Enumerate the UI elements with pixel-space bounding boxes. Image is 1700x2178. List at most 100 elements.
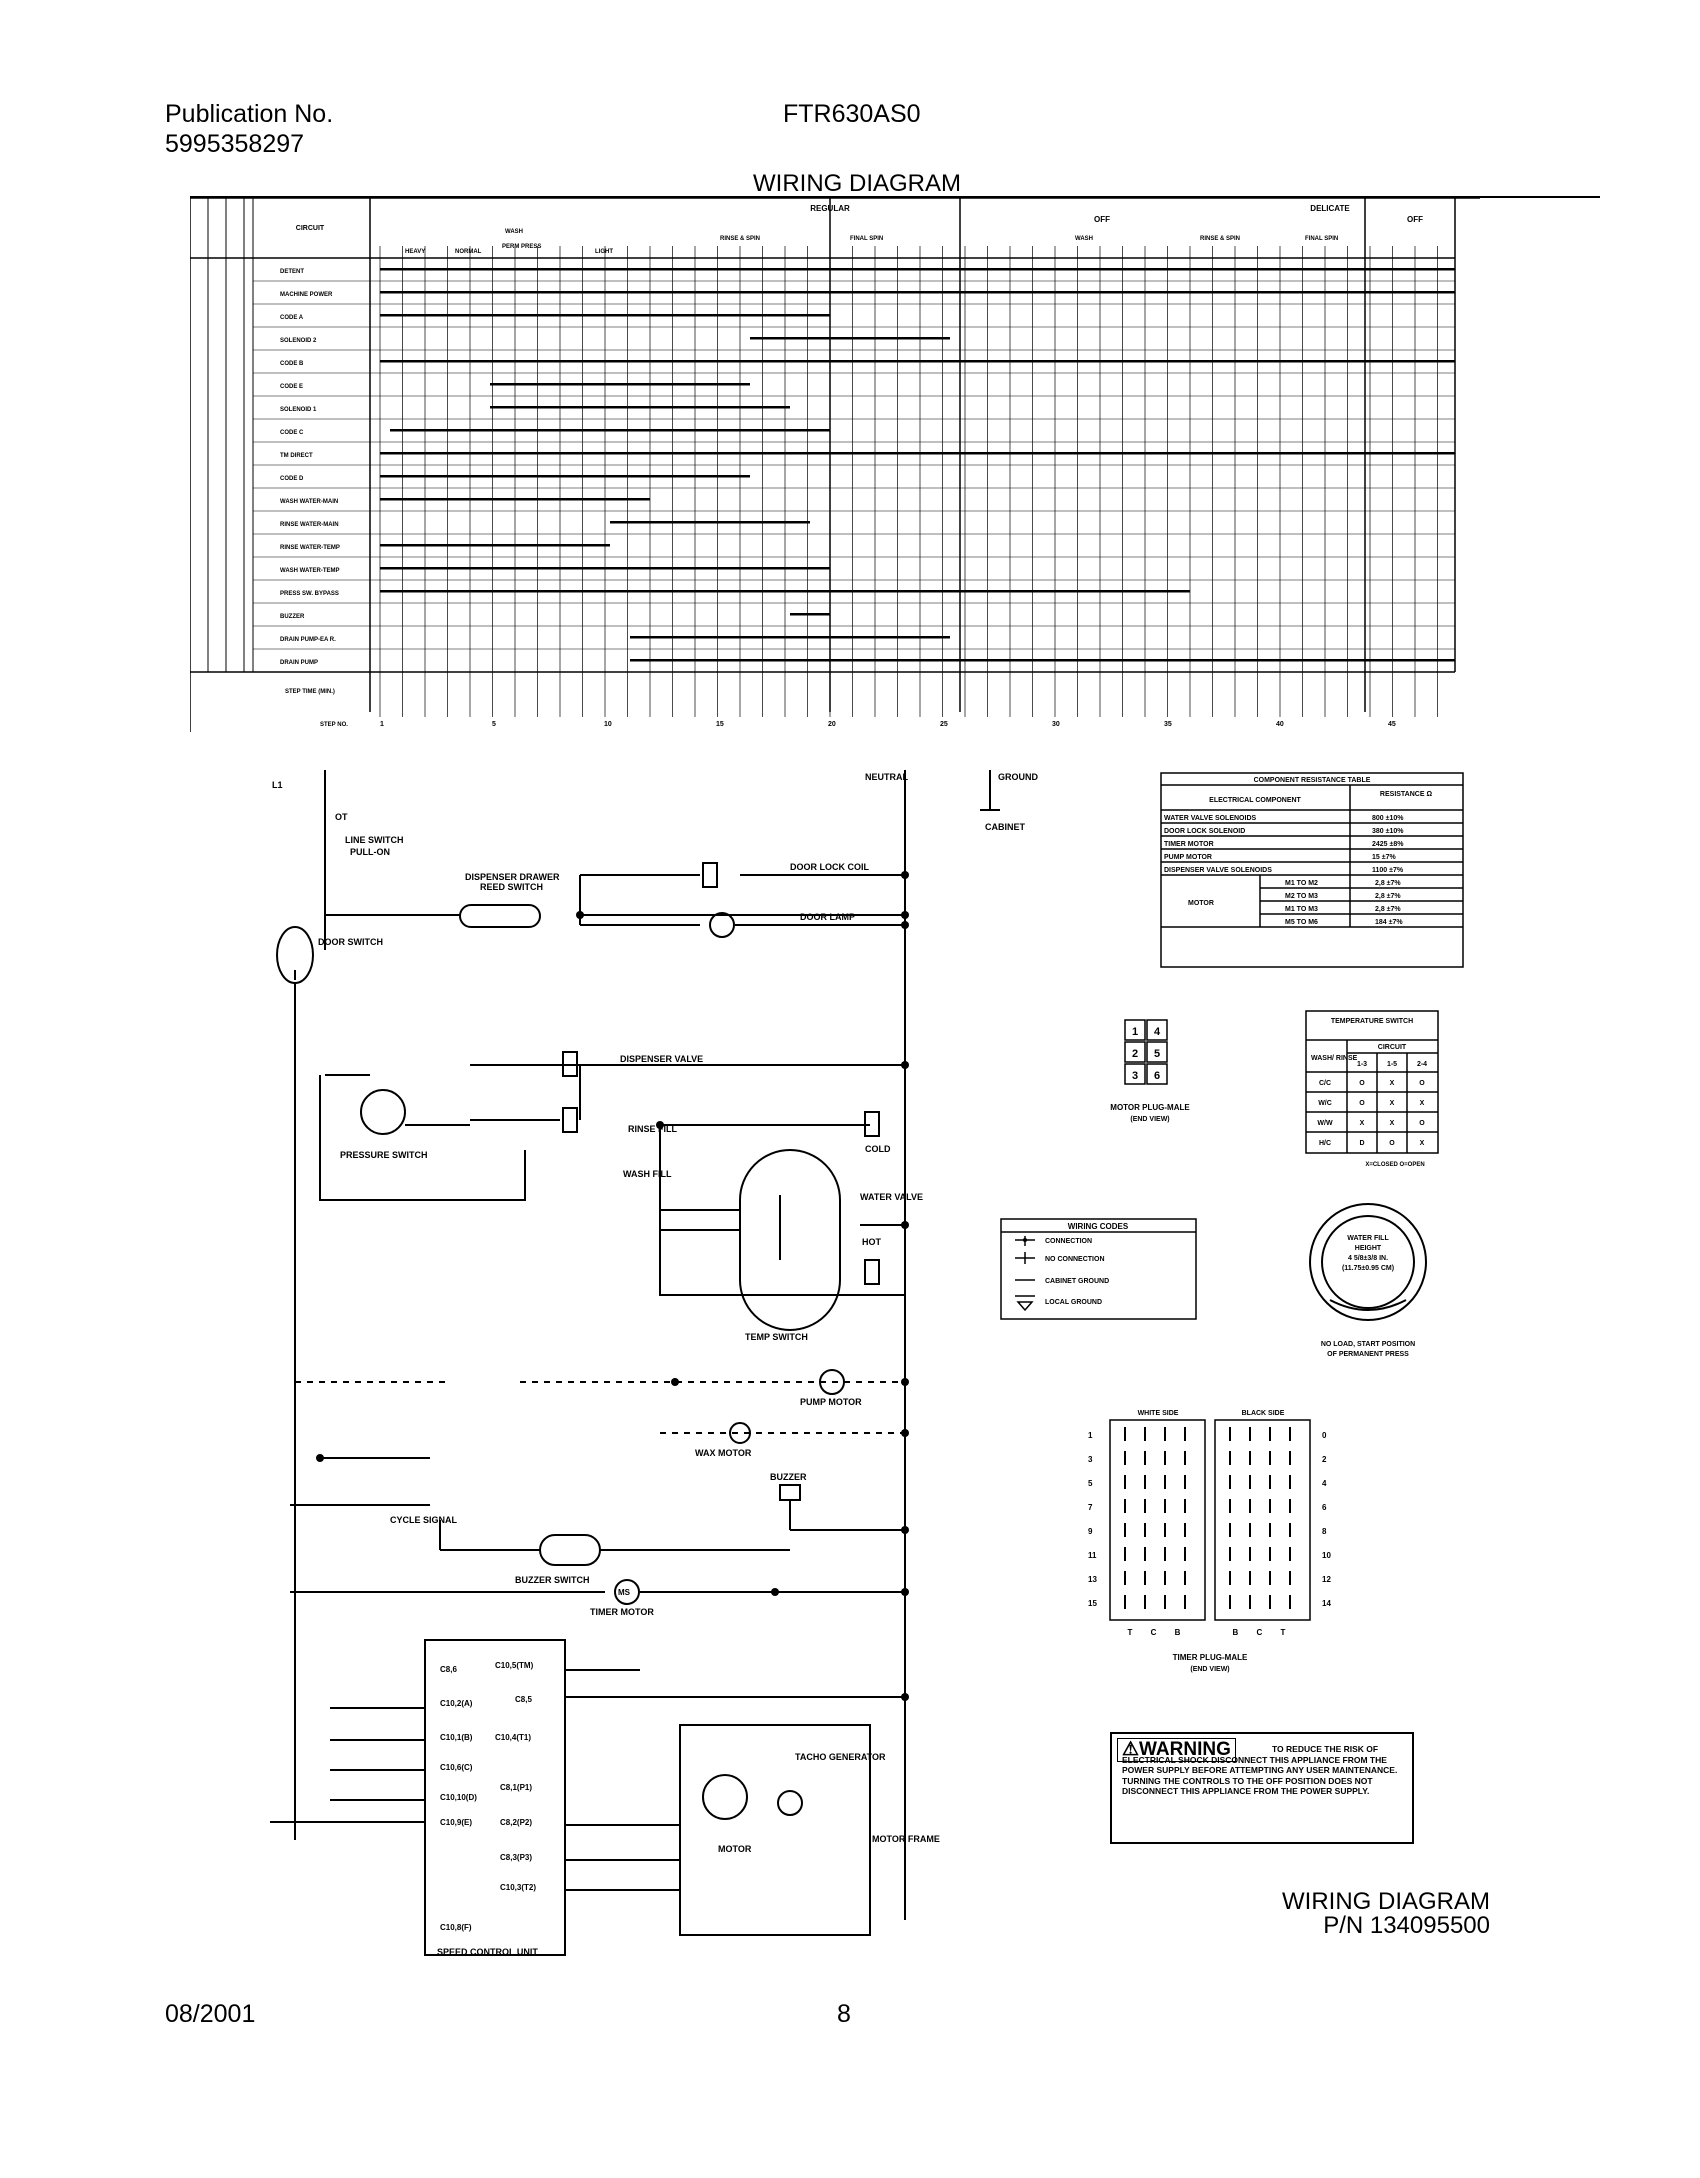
timer-plug-bottom-right: B C T xyxy=(1233,1628,1294,1637)
timer-plug-white-side: WHITE SIDE xyxy=(1138,1410,1179,1417)
chart-cycle-normal: NORMAL xyxy=(455,249,482,255)
wiring-code-connection: CONNECTION xyxy=(1045,1238,1092,1245)
timer-plug-label: TIMER PLUG-MALE xyxy=(1173,1653,1248,1662)
res-motor-2-value: 2,8 ±7% xyxy=(1375,906,1401,913)
temp-row-2-v0: X xyxy=(1360,1120,1365,1127)
label-door-lamp: DOOR LAMP xyxy=(800,912,855,922)
chart-circuit-label-8: TM DIRECT xyxy=(280,453,313,459)
res-col-component: ELECTRICAL COMPONENT xyxy=(1209,797,1301,804)
res-motor-1-pins: M2 TO M3 xyxy=(1285,893,1318,900)
chart-circuit-label-17: DRAIN PUMP xyxy=(280,660,318,666)
temp-row-1-v1: X xyxy=(1390,1100,1395,1107)
chart-step-number-6: 30 xyxy=(1052,721,1060,728)
label-motor: MOTOR xyxy=(718,1844,752,1854)
temp-row-3-v1: O xyxy=(1389,1140,1395,1147)
plug-right-8: 8 xyxy=(1322,1527,1327,1536)
label-door-lock-coil: DOOR LOCK COIL xyxy=(790,862,869,872)
water-fill-gauge: WATER FILL HEIGHT 4 5/8±3/8 IN. (11.75±0… xyxy=(1309,1203,1427,1358)
motor-plug-pin-6: 6 xyxy=(1154,1070,1160,1082)
label-wash-fill: WASH FILL xyxy=(623,1169,672,1179)
chart-circuit-label-5: CODE E xyxy=(280,384,303,390)
temp-row-3-v2: X xyxy=(1420,1140,1425,1147)
chart-cycle-perm: PERM PRESS xyxy=(502,244,541,250)
temp-row-0-label: C/C xyxy=(1319,1080,1331,1087)
chart-group-delicate: DELICATE xyxy=(1310,204,1350,213)
scu-pin-left-2: C10,1(B) xyxy=(440,1733,473,1742)
chart-activation-bar-15 xyxy=(790,613,830,616)
chart-activation-bar-17 xyxy=(630,659,1455,662)
chart-circuit-label-2: CODE A xyxy=(280,315,304,321)
temp-table-legend: X=CLOSED O=OPEN xyxy=(1365,1162,1424,1168)
temp-row-1-v2: X xyxy=(1420,1100,1425,1107)
label-buzzer: BUZZER xyxy=(770,1472,807,1482)
plug-right-12: 12 xyxy=(1322,1575,1331,1584)
chart-sub-rinse-del: RINSE & SPIN xyxy=(1200,236,1240,242)
chart-off-2: OFF xyxy=(1407,215,1423,224)
chart-cycle-light: LIGHT xyxy=(595,249,613,255)
label-tacho-generator: TACHO GENERATOR xyxy=(795,1752,886,1762)
label-neutral: NEUTRAL xyxy=(865,772,908,782)
plug-right-10: 10 xyxy=(1322,1551,1331,1560)
chart-circuit-label-16: DRAIN PUMP-EA R. xyxy=(280,637,336,643)
label-wax-motor: WAX MOTOR xyxy=(695,1448,752,1458)
res-row-0-name: WATER VALVE SOLENOIDS xyxy=(1164,815,1257,822)
chart-circuit-label-3: SOLENOID 2 xyxy=(280,338,317,344)
temperature-switch-table: TEMPERATURE SWITCH CIRCUIT WASH/ RINSE 1… xyxy=(1305,1010,1439,1168)
chart-sub-rinse: RINSE & SPIN xyxy=(720,236,760,242)
motor-plug-sub: (END VIEW) xyxy=(1130,1116,1169,1123)
footer-page-number: 8 xyxy=(837,2000,851,2028)
label-buzzer-switch: BUZZER SWITCH xyxy=(515,1575,590,1585)
chart-circuit-label-6: SOLENOID 1 xyxy=(280,407,317,413)
temp-row-2-label: W/W xyxy=(1317,1120,1333,1127)
res-motor-0-value: 2,8 ±7% xyxy=(1375,880,1401,887)
chart-step-number-8: 40 xyxy=(1276,721,1284,728)
scu-pin-right-3: C8,1(P1) xyxy=(500,1783,532,1792)
chart-activation-bar-1 xyxy=(380,291,1455,294)
scu-pin-left-6: C10,8(F) xyxy=(440,1923,472,1932)
temp-row-1-v0: O xyxy=(1359,1100,1365,1107)
res-row-1-name: DOOR LOCK SOLENOID xyxy=(1164,828,1245,835)
res-row-3-name: PUMP MOTOR xyxy=(1164,854,1212,861)
label-dispenser-valve: DISPENSER VALVE xyxy=(620,1054,703,1064)
res-motor-3-value: 184 ±7% xyxy=(1375,919,1403,926)
scu-pin-right-5: C8,3(P3) xyxy=(500,1853,532,1862)
chart-circuit-label-1: MACHINE POWER xyxy=(280,292,333,298)
res-motor-label: MOTOR xyxy=(1188,900,1214,907)
temp-row-3-v0: D xyxy=(1359,1140,1364,1147)
temp-table-title: TEMPERATURE SWITCH xyxy=(1331,1018,1413,1025)
water-fill-l1: WATER FILL xyxy=(1347,1235,1389,1242)
res-motor-1-value: 2,8 ±7% xyxy=(1375,893,1401,900)
chart-activation-bar-9 xyxy=(380,475,750,478)
chart-activation-bar-11 xyxy=(610,521,810,524)
chart-step-number-5: 25 xyxy=(940,721,948,728)
chart-activation-bar-6 xyxy=(490,406,790,409)
plug-left-11: 11 xyxy=(1088,1551,1097,1560)
label-cabinet: CABINET xyxy=(985,822,1026,832)
chart-activation-bar-7 xyxy=(390,429,830,432)
warning-triangle-icon: ⚠ xyxy=(1122,1739,1140,1760)
scu-pin-left-0: C8,6 xyxy=(440,1665,457,1674)
water-fill-l4: (11.75±0.95 CM) xyxy=(1342,1265,1394,1272)
res-row-3-value: 15 ±7% xyxy=(1372,854,1396,861)
chart-circuit-label-13: WASH WATER-TEMP xyxy=(280,568,340,574)
temp-row-0-v0: O xyxy=(1359,1080,1365,1087)
chart-circuit-label-11: RINSE WATER-MAIN xyxy=(280,522,339,528)
warning-badge-text: WARNING xyxy=(1139,1739,1231,1760)
wiring-codes-title: WIRING CODES xyxy=(1068,1222,1129,1231)
timer-sequence-chart: REGULAR DELICATE OFF OFF CIRCUIT WASH RI… xyxy=(190,198,1480,732)
motor-plug-pin-3: 3 xyxy=(1132,1070,1138,1082)
label-hot: HOT xyxy=(862,1237,882,1247)
chart-off-1: OFF xyxy=(1094,215,1110,224)
chart-step-number-9: 45 xyxy=(1388,721,1396,728)
temp-col-2: 2-4 xyxy=(1417,1061,1427,1068)
chart-step-number-7: 35 xyxy=(1164,721,1172,728)
warning-text: TO REDUCE THE RISK OF ELECTRICAL SHOCK D… xyxy=(1122,1744,1398,1796)
chart-step-number-3: 15 xyxy=(716,721,724,728)
chart-activation-bar-3 xyxy=(750,337,950,340)
plug-left-15: 15 xyxy=(1088,1599,1097,1608)
scu-pin-right-4: C8,2(P2) xyxy=(500,1818,532,1827)
res-motor-3-pins: M5 TO M6 xyxy=(1285,919,1318,926)
temp-row-2-v2: O xyxy=(1419,1120,1425,1127)
res-col-resistance: RESISTANCE Ω xyxy=(1380,791,1433,798)
chart-activation-bar-4 xyxy=(380,360,1455,363)
